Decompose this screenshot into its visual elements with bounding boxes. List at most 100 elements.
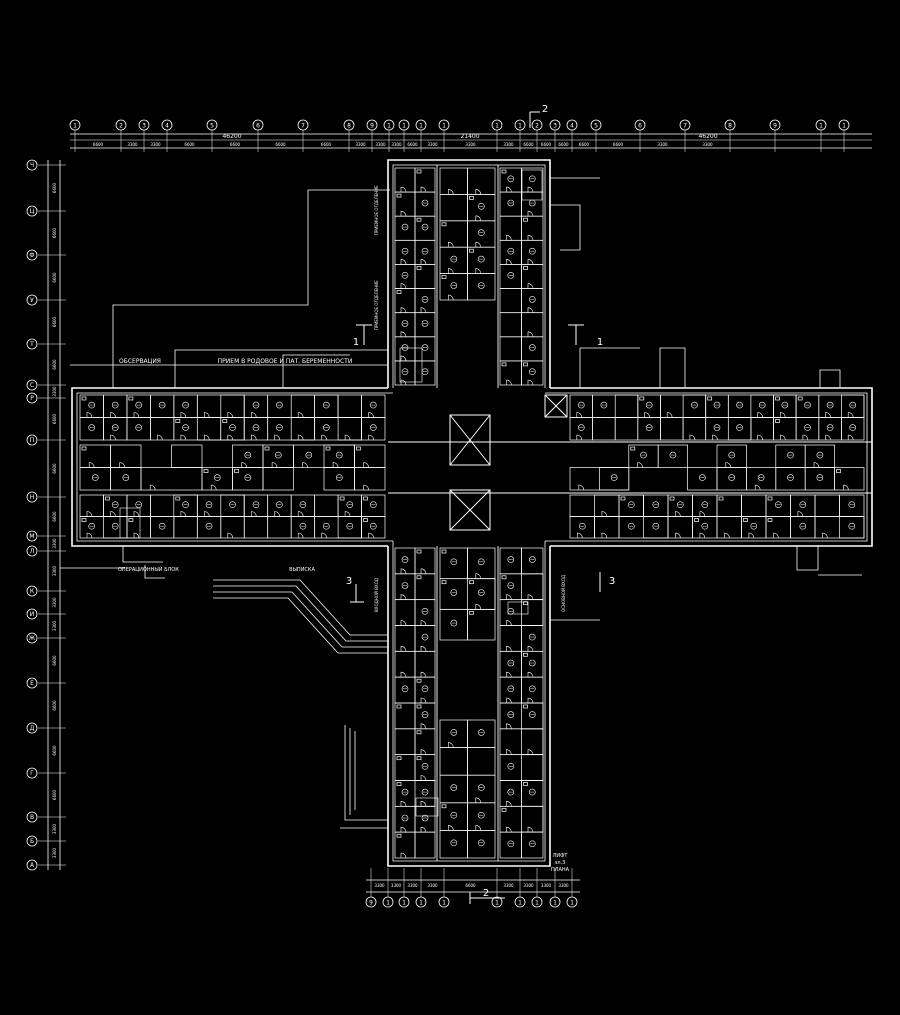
room-tag [849,401,857,409]
door [527,234,534,241]
room-tag [848,501,856,509]
fixture [523,362,528,367]
room [354,467,386,491]
door [644,412,650,418]
door [400,307,407,313]
room-tag [182,424,189,431]
left-axis-bubble-label: М [29,533,34,540]
room-tag [849,424,857,431]
top-dimension: 6600 [321,142,332,147]
room [414,360,436,386]
room-tag [507,711,515,718]
top-dimension: 6600 [523,142,534,147]
fixture [523,217,528,222]
top-axis-bubble: 1 [838,119,850,131]
room-tag [122,474,130,481]
fixture [707,396,713,401]
fixture [416,549,422,554]
door [527,307,534,313]
door [725,462,732,468]
room-tag [369,501,377,509]
room-tag [88,401,95,409]
fixture [630,446,636,451]
left-axis-bubble: М [26,530,38,542]
door [847,434,854,441]
door [420,620,427,626]
section-mark-1-left [356,324,372,345]
fixture [501,575,507,580]
room [599,467,630,491]
top-axis-bubble: 2 [115,119,127,131]
label-admission: ПРИЕМ В РОДОВОЕ И ПАТ. БЕРЕМЕННОСТИ [218,358,353,365]
room-tag [401,582,409,589]
room-tag [528,685,536,693]
top-dimension: 6600 [579,142,590,147]
room-tag [244,474,252,481]
door [420,775,427,781]
left-dimension: 6600 [52,700,57,711]
left-dimension: 3300 [52,386,57,397]
left-axis-bubble: Ц [26,205,38,217]
section-mark-3-right-label: 3 [609,576,615,587]
door [578,484,585,491]
room-tag [421,344,429,351]
top-axis-bubble: 6 [634,119,646,131]
room-tag [750,522,758,530]
floor-title: ЛИФТ [553,853,569,859]
top-axis-bubble: 7 [297,119,309,131]
left-axis-bubble: Н [26,491,38,503]
room-tag [92,474,99,481]
room-tag [528,247,536,255]
door [475,189,482,195]
room-tag [450,255,458,263]
top-axis-bubble-label: 8 [347,123,351,130]
door [297,532,304,539]
room [262,467,294,491]
section-mark-1-right-label: 1 [597,337,603,348]
fixture [416,756,422,761]
room [841,417,865,441]
door [133,511,140,517]
room [657,444,688,468]
room-tag [322,522,330,530]
left-axis-bubble-label: Е [30,680,34,687]
door [133,532,140,539]
door [400,826,407,833]
room-tag [276,501,283,509]
left-axis-bubble: П [26,434,38,446]
ramps-and-leaders [60,177,862,829]
fixture [175,419,181,423]
room-tag [477,229,485,236]
top-axis-bubble-label: 7 [683,123,687,130]
top-dimension: 6600 [558,142,569,147]
top-axis-bubble-label: 1 [387,123,391,130]
bottom-axis-bubble-label: 1 [518,900,522,907]
doors-layer [86,186,854,859]
room-tag [799,522,807,530]
label-north-annot-1: ПРИЕМНОЕ ОТДЕЛЕНИЕ [374,185,379,235]
room [467,608,496,641]
door [506,379,512,386]
left-axis-bubble: Т [26,338,38,350]
door [420,800,427,807]
door [180,434,187,441]
room-tag [135,424,142,431]
room [361,417,386,441]
left-axis-bubble: Р [26,392,38,404]
door [420,645,427,652]
room-tag [182,501,189,509]
room-tag [804,424,811,431]
door [400,355,407,361]
room [834,467,865,491]
left-axis-bubble: С [26,379,38,391]
room-tag [158,522,166,530]
room-tag [787,474,794,481]
door [475,241,482,248]
room-tag [450,558,458,566]
room-tag [421,788,429,796]
left-axis-bubble-label: К [30,588,35,595]
door [506,800,512,807]
room-tag [421,296,429,303]
door [527,645,534,652]
door [321,532,327,539]
